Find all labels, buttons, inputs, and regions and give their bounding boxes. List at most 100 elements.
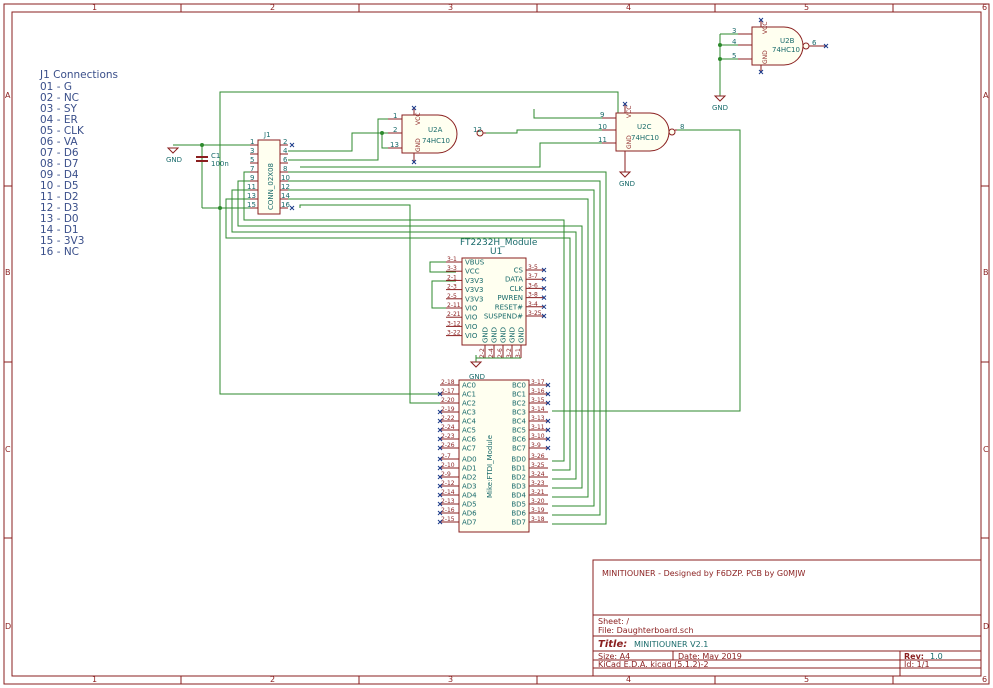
- no-connect-marker: [545, 391, 551, 397]
- zone-col-4-bottom: 4: [626, 675, 631, 684]
- no-connect-marker: [541, 267, 547, 273]
- ft-bottom-pin-name: BC7: [512, 445, 526, 453]
- j1-pin-number: 9: [250, 174, 254, 182]
- zone-labels: 1 2 3 4 5 6 1 2 3 4 5 6 A B C D A B C D: [5, 3, 989, 684]
- u2c-pin-number: 10: [598, 123, 607, 131]
- ft-bottom-pin-number: 3-11: [531, 424, 545, 431]
- title-block-rev-value: 1.0: [930, 652, 943, 661]
- note-line: 15 - 3V3: [40, 235, 84, 247]
- no-connect-marker: [545, 418, 551, 424]
- gnd-symbol-left: GND: [166, 147, 182, 164]
- ft-bottom-pin-number: 2-26: [441, 442, 455, 449]
- zone-col-4-top: 4: [626, 3, 631, 12]
- ft-bottom-pin-name: AC6: [462, 436, 477, 444]
- note-line: 02 - NC: [40, 92, 79, 104]
- ft-bottom-pin-number: 3-9: [531, 442, 541, 449]
- ft-bottom-pin-number: 2-7: [441, 453, 451, 460]
- ft-bottom-pin-name: AD5: [462, 501, 477, 509]
- ft-module-ref: U1: [490, 247, 502, 257]
- ft-bottom-pin-number: 3-17: [531, 379, 545, 386]
- ft-bottom-pin-number: 3-23: [531, 480, 545, 487]
- u2b-ref: U2B: [780, 37, 795, 45]
- gnd-label: GND: [469, 373, 485, 381]
- ft-top-pin-name: V3V3: [465, 295, 483, 303]
- ft-bottom-pin-number: 2-20: [441, 397, 455, 404]
- no-connect-marker: [541, 276, 547, 282]
- ft-bottom-pin-number: 3-25: [531, 462, 545, 469]
- no-connect-marker: [545, 382, 551, 388]
- gate-u2a: 1 2 13 12 U2A 74HC10 VCC GND: [388, 105, 486, 165]
- j1-left-pins: 1 3 5 7 9 11 13 15: [247, 138, 258, 209]
- u2b-pin-number: 6: [812, 39, 817, 47]
- no-connect-marker: [437, 492, 443, 498]
- ft-top-pin-name: PWREN: [497, 294, 523, 302]
- sheet-frame: [3, 3, 990, 685]
- no-connect-marker: [411, 159, 417, 165]
- ft-bottom-pin-number: 2-23: [441, 433, 455, 440]
- ft-top-pin-number: 2-2: [479, 348, 486, 358]
- gnd-label: GND: [166, 156, 182, 164]
- ft-bottom-pin-name: BD1: [511, 465, 526, 473]
- zone-row-c-right: C: [983, 445, 989, 454]
- connector-j1: J1 CONN_02X08 1 3 5 7 9 11 13 15 2 4 6 8…: [247, 131, 295, 215]
- gnd-label: GND: [712, 104, 728, 112]
- no-connect-marker: [823, 43, 829, 49]
- ft-bottom-pin-number: 2-16: [441, 507, 455, 514]
- ft-top-pin-number: 2-21: [447, 311, 461, 318]
- ft-top-pin-name: VIO: [465, 305, 478, 313]
- gnd-label: GND: [619, 180, 635, 188]
- ft-top-pin-number: 2-4: [488, 348, 495, 358]
- ft-bottom-pin-number: 3-26: [531, 453, 545, 460]
- c1-value: 100n: [211, 160, 229, 168]
- ft-top-pin-number: 3-8: [528, 292, 538, 299]
- zone-col-3-top: 3: [448, 3, 453, 12]
- no-connect-marker: [545, 400, 551, 406]
- gate-u2c: 9 10 11 8 U2C 74HC10 VCC GND: [598, 101, 684, 152]
- no-connect-marker: [541, 286, 547, 291]
- j1-pin-number: 10: [281, 174, 290, 182]
- ft-top-pin-number: 3-2: [506, 348, 513, 358]
- ft-top-pin-name: VIO: [465, 314, 478, 322]
- ft-top-pin-number: 3-6: [528, 282, 538, 289]
- ft-bottom-pin-name: BD0: [511, 456, 526, 464]
- j1-pin-number: 2: [283, 138, 287, 146]
- ft-top-pin-name: RESET#: [495, 303, 523, 311]
- u2b-gnd-label: GND: [762, 50, 769, 64]
- junction-dots: [200, 43, 722, 210]
- ft-top-pin-name: V3V3: [465, 277, 483, 285]
- ft-top-pin-name: CLK: [510, 285, 524, 293]
- zone-row-b-right: B: [983, 268, 989, 277]
- u2b-vcc-label: VCC: [762, 22, 769, 34]
- j1-pin-number: 6: [283, 156, 288, 164]
- u2c-pin-number: 8: [680, 123, 684, 131]
- title-block-comment: MINITIOUNER - Designed by F6DZP. PCB by …: [602, 569, 805, 578]
- u2a-pin-number: 13: [390, 141, 399, 149]
- zone-col-2-top: 2: [270, 3, 275, 12]
- ft-bottom-right-pins: 3-17BC03-16BC13-15BC23-14BC33-13BC43-11B…: [511, 379, 551, 527]
- gnd-symbol-u2b: GND: [712, 95, 728, 112]
- ft-bottom-pin-number: 2-13: [441, 498, 455, 505]
- ft-bottom-pin-name: AC0: [462, 382, 476, 390]
- zone-row-d-right: D: [983, 622, 989, 631]
- j1-pin-number: 14: [281, 192, 290, 200]
- title-block-title-value: MINITIOUNER V2.1: [634, 640, 708, 649]
- ft-top-pin-number: 3-1: [447, 256, 457, 263]
- j1-ref: J1: [263, 131, 271, 139]
- j1-pin-number: 8: [283, 165, 287, 173]
- ft-bottom-pin-name: BC0: [512, 382, 526, 390]
- ft-bottom-pin-number: 2-17: [441, 388, 455, 395]
- no-connect-marker: [437, 391, 443, 397]
- ft-bottom-pin-name: AC7: [462, 445, 476, 453]
- ft-bottom-pin-number: 3-13: [531, 415, 545, 422]
- note-line: 03 - SY: [40, 103, 77, 115]
- no-connect-marker: [437, 409, 443, 415]
- u2b-pin-number: 5: [732, 52, 736, 60]
- ft-top-pin-name: VIO: [465, 332, 478, 340]
- no-connect-marker: [437, 436, 443, 442]
- title-block-size: Size: A4: [598, 652, 630, 661]
- ft-top-pin-name: GND: [518, 327, 526, 343]
- ft-top-pin-name: DATA: [505, 276, 523, 284]
- no-connect-marker: [437, 418, 443, 424]
